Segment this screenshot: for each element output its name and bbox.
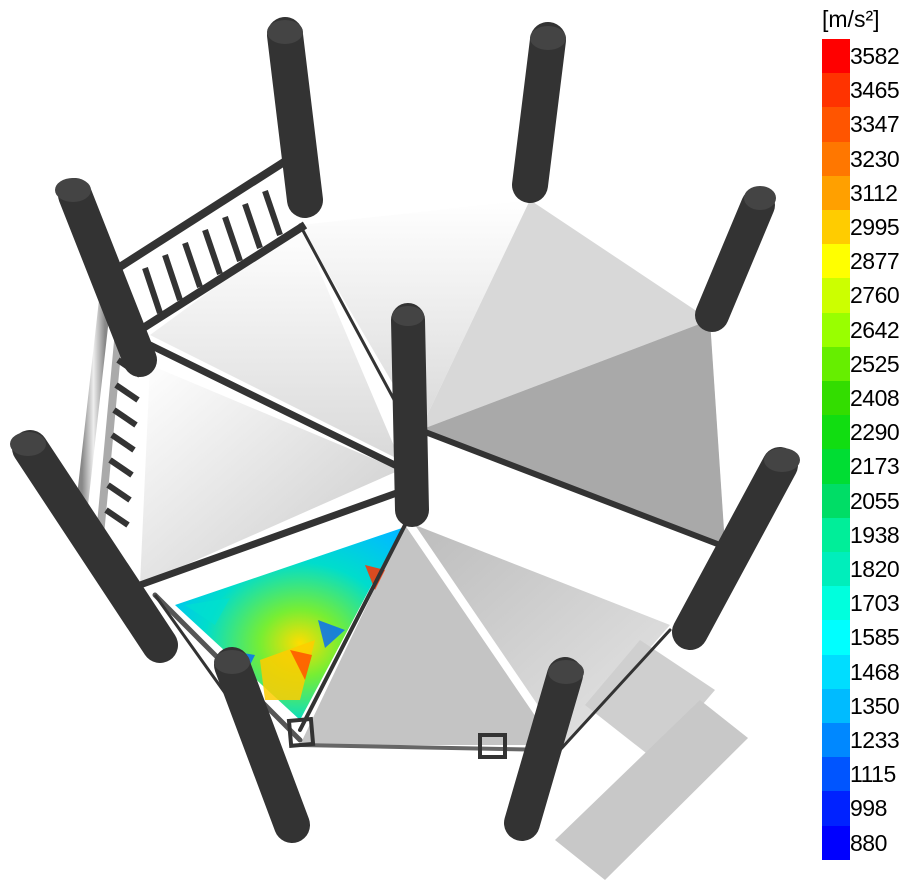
legend-swatch	[822, 586, 850, 621]
legend-tick-label: 3465	[850, 77, 900, 104]
legend-swatch	[822, 825, 850, 861]
legend-swatch	[822, 312, 850, 348]
pillar-caps	[10, 20, 800, 684]
legend-tick-label: 1820	[850, 556, 900, 582]
legend-swatch	[822, 415, 850, 450]
legend-swatch	[822, 107, 850, 143]
legend-swatch	[822, 688, 850, 724]
railing-top	[112, 151, 308, 334]
legend-swatch	[822, 210, 850, 245]
legend-tick-label: 2525	[850, 350, 900, 377]
legend-tick-label: 1115	[850, 761, 896, 788]
legend-swatch	[822, 552, 850, 587]
legend-swatch	[822, 723, 850, 758]
legend-swatch	[822, 483, 850, 519]
legend-tick-label: 1938	[850, 521, 900, 548]
legend-unit: [m/s²]	[822, 6, 880, 32]
legend-tick-label: 2877	[850, 248, 900, 275]
pillar-center	[391, 303, 429, 527]
legend-tick-label: 3112	[850, 179, 898, 206]
legend-tick-label: 2055	[850, 487, 900, 514]
legend-tick-label: 2642	[850, 316, 900, 343]
frame-brackets	[153, 594, 507, 759]
stress-contour-panel	[175, 528, 402, 720]
legend-tick-label: 1585	[850, 624, 900, 651]
pillar-top-right	[512, 22, 566, 203]
legend-swatch	[822, 449, 850, 485]
legend-tick-label: 998	[850, 795, 887, 822]
legend-swatch	[822, 244, 850, 279]
pillars	[12, 17, 798, 843]
legend-swatch	[822, 278, 850, 314]
legend-tick-label: 2995	[850, 214, 900, 240]
legend-swatch	[822, 141, 850, 177]
legend-swatch	[822, 620, 850, 656]
panel-top-right	[420, 200, 710, 430]
legend-tick-label: 2760	[850, 282, 900, 309]
legend-tick-label: 2173	[850, 453, 900, 480]
pillar-right-lower	[672, 447, 798, 650]
legend-tick-label: 1468	[850, 658, 900, 685]
panel-right	[420, 320, 725, 545]
panel-left	[140, 365, 400, 585]
legend-tick-label: 3347	[850, 111, 900, 138]
legend-swatch	[822, 791, 850, 827]
legend-tick-label: 2408	[850, 385, 900, 411]
pillar-bottom-right	[504, 657, 583, 841]
step-lower	[555, 700, 748, 880]
legend-swatch	[822, 757, 850, 792]
legend-tick-label: 3230	[850, 145, 900, 172]
step-upper	[585, 640, 715, 760]
pillar-bottom-left	[214, 647, 310, 843]
panel-upper-left	[150, 225, 400, 460]
legend-swatch	[822, 517, 850, 553]
legend-swatch	[822, 346, 850, 382]
legend-swatch	[822, 73, 850, 108]
color-legend: [m/s²] 3582 3465 3347 3230 3112 2995 2877 2760 2…	[818, 6, 919, 861]
legend-swatch	[822, 39, 850, 74]
pillar-left-lower	[12, 430, 178, 663]
pillar-left-upper	[58, 178, 157, 377]
panel-bottom	[300, 525, 555, 745]
legend-tick-label: 1233	[850, 727, 900, 753]
legend-tick-label: 880	[850, 829, 887, 856]
floor-panels	[140, 200, 748, 880]
legend-tick-label: 1703	[850, 590, 900, 617]
legend-swatch	[822, 654, 850, 690]
legend-swatch	[822, 175, 850, 211]
pillar-right-upper	[695, 188, 775, 332]
legend-tick-label: 3582	[850, 43, 900, 69]
legend-swatch	[822, 381, 850, 416]
legend-tick-label: 2290	[850, 419, 900, 446]
legend-tick-label: 1350	[850, 692, 900, 719]
frame-beams	[136, 223, 723, 752]
pillar-top-left	[267, 17, 323, 218]
